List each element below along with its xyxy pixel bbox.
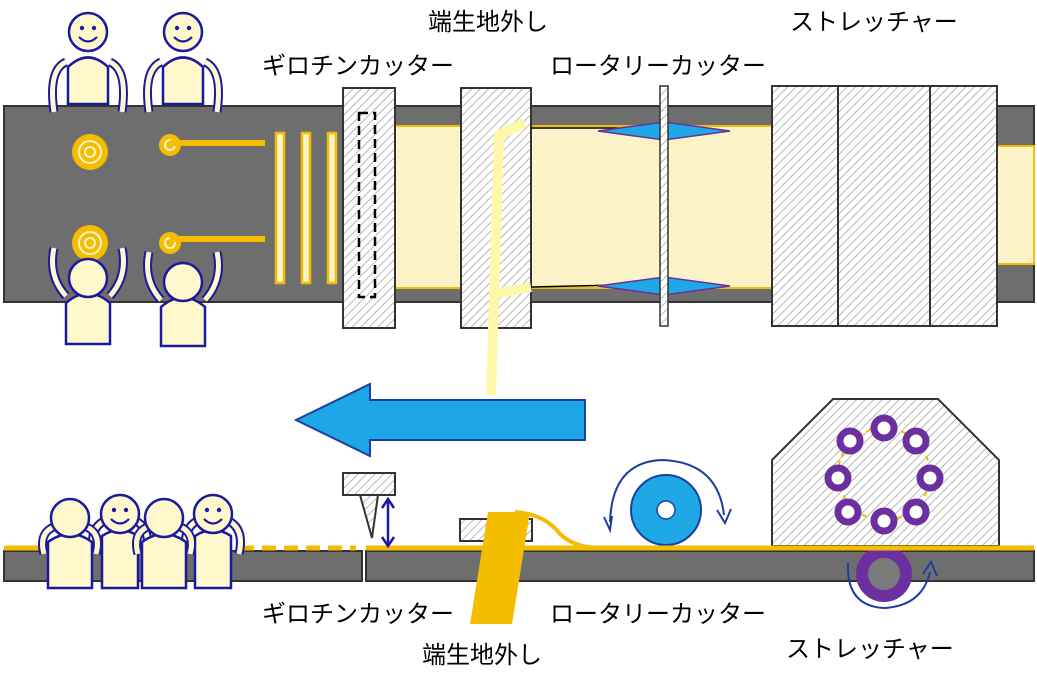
- side-guillotine-cutter: [342, 472, 396, 549]
- top-fabric-sheet: [394, 125, 776, 289]
- top-stretcher-label: ストレッチャー: [790, 8, 958, 36]
- top-edge-removal-unit: [460, 87, 532, 396]
- top-view: ギロチンカッター 端生地外し ロータリーカッター ストレッチャー: [3, 8, 1035, 396]
- workers-top-row: [48, 11, 223, 113]
- top-fabric-exit: [996, 145, 1035, 265]
- bottom-edge-removal-label: 端生地外し: [422, 641, 542, 669]
- side-edge-removal: [459, 512, 533, 624]
- cut-fabric-strips: [274, 131, 338, 285]
- bottom-stretcher-label: ストレッチャー: [786, 635, 954, 663]
- bottom-rotary-label: ロータリーカッター: [550, 600, 766, 628]
- side-view: ギロチンカッター ロータリーカッター 端生地外し ストレッチャー: [3, 398, 1035, 669]
- top-edge-removal-label: 端生地外し: [428, 8, 548, 36]
- top-rotary-label: ロータリーカッター: [550, 52, 766, 80]
- top-guillotine-label: ギロチンカッター: [262, 52, 454, 80]
- bottom-guillotine-label: ギロチンカッター: [262, 600, 454, 628]
- top-stretcher: [771, 85, 998, 327]
- fabric-rolls: [72, 134, 265, 261]
- side-rotary-cutter: [603, 458, 732, 546]
- top-rotary-cutter: [530, 85, 731, 327]
- top-guillotine-cutter: [342, 87, 396, 329]
- workers-bottom-row: [48, 247, 223, 348]
- side-conveyor-right: [365, 550, 1035, 582]
- side-workers: [38, 493, 245, 590]
- flow-direction-arrow: [293, 382, 586, 458]
